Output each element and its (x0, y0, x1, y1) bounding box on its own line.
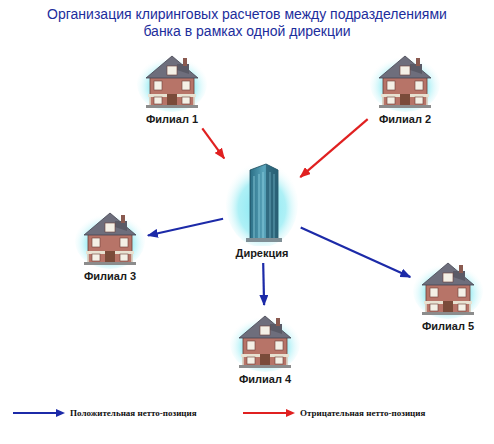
flow-arrow (202, 128, 224, 158)
branch-node: Филиал 1 (137, 48, 207, 126)
node-label: Филиал 2 (379, 113, 431, 126)
house-icon (370, 48, 440, 112)
flow-arrow (148, 219, 223, 236)
legend-row: Положительная нетто-позиция (12, 408, 197, 418)
legend-row: Отрицательная нетто-позиция (242, 408, 425, 418)
branch-node: Филиал 4 (230, 308, 300, 386)
diagram-title: Организация клиринговых расчетов между п… (37, 6, 457, 40)
legend-arrow (12, 408, 66, 418)
legend-text: Положительная нетто-позиция (70, 408, 197, 418)
house-icon (137, 48, 207, 112)
branch-node: Филиал 2 (370, 48, 440, 126)
node-label: Филиал 3 (84, 270, 136, 283)
node-label: Филиал 5 (422, 320, 474, 333)
legend-text: Отрицательная нетто-позиция (300, 408, 425, 418)
branch-node: Филиал 3 (75, 205, 145, 283)
flow-arrow (300, 119, 367, 177)
node-label: Филиал 4 (239, 373, 291, 386)
house-icon (75, 205, 145, 269)
office-building-icon (226, 160, 298, 246)
node-label: Дирекция (236, 247, 289, 260)
flow-arrow (301, 228, 411, 278)
flow-arrow (262, 263, 265, 305)
legend-arrow (242, 408, 296, 418)
branch-node: Филиал 5 (413, 255, 483, 333)
house-icon (413, 255, 483, 319)
node-label: Филиал 1 (146, 113, 198, 126)
house-icon (230, 308, 300, 372)
office-node: Дирекция (226, 160, 298, 260)
